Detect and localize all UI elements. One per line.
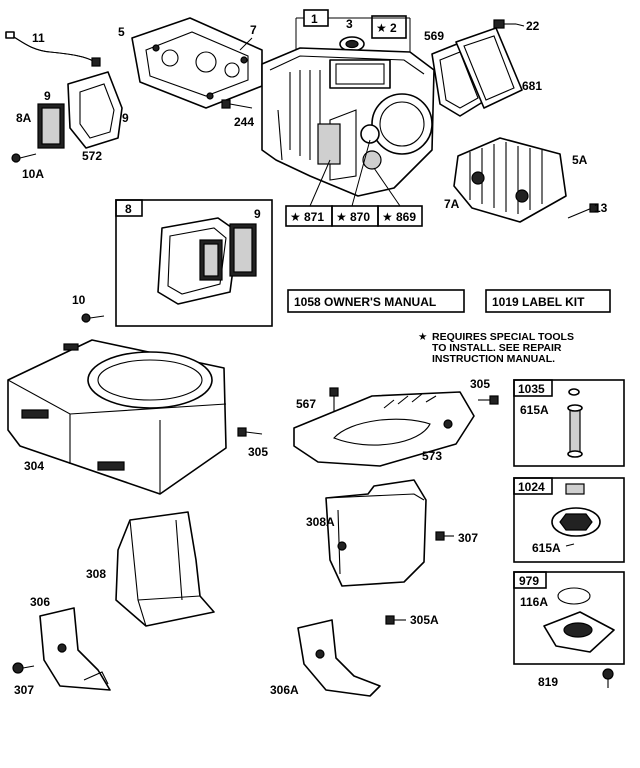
label-681: 681 xyxy=(522,79,542,93)
label-1024: 1024 xyxy=(518,480,545,494)
screw-307b-part xyxy=(12,662,35,674)
label-3: 3 xyxy=(346,17,353,31)
label-308: 308 xyxy=(86,567,106,581)
box-979 xyxy=(513,571,625,665)
label-869: 869 xyxy=(396,210,416,224)
label-572: 572 xyxy=(82,149,102,163)
label-10: 10 xyxy=(72,293,86,307)
special-tools-note-line1: REQUIRES SPECIAL TOOLS xyxy=(432,331,574,343)
star-icon: ★ xyxy=(382,210,393,224)
label-8: 8 xyxy=(125,202,132,216)
label-305c: 305A xyxy=(410,613,439,627)
label-871: 871 xyxy=(304,210,324,224)
label-307a: 307 xyxy=(458,531,478,545)
label-5: 5 xyxy=(118,25,125,39)
tool-1024-part xyxy=(551,483,601,537)
star-icon: ★ xyxy=(336,210,347,224)
bolt-22-part xyxy=(493,19,516,29)
baffle-573-part xyxy=(293,391,475,467)
screw-244-part xyxy=(221,99,253,109)
label-306: 306 xyxy=(30,595,50,609)
armature-8a-part xyxy=(37,103,65,149)
fuel-line-part xyxy=(5,31,101,67)
label-819: 819 xyxy=(538,675,558,689)
screw-305b-part xyxy=(478,395,499,405)
screw-307-part xyxy=(435,531,454,541)
label-7: 7 xyxy=(250,23,257,37)
shield-306a-part xyxy=(297,619,381,697)
star-icon: ★ xyxy=(290,210,301,224)
screw-305a-part xyxy=(385,615,406,625)
inset-box-8 xyxy=(115,199,273,327)
label-305a: 305 xyxy=(248,445,268,459)
owners-manual-label: 1058 OWNER'S MANUAL xyxy=(294,295,436,309)
label-5a: 5A xyxy=(572,153,588,167)
owners-manual-box xyxy=(287,289,465,313)
screw-10-part xyxy=(81,313,105,323)
label-1035: 1035 xyxy=(518,382,545,396)
cover-plate-681-part xyxy=(455,27,523,109)
bolt-13-part xyxy=(567,203,599,219)
label-1: 1 xyxy=(311,12,318,26)
label-9b: 9 xyxy=(122,111,129,125)
label-615a2: 615A xyxy=(532,541,561,555)
tool-979-part xyxy=(543,587,615,653)
label-244: 244 xyxy=(234,115,254,129)
blower-guide-8-part xyxy=(157,217,257,305)
label-615a1: 615A xyxy=(520,403,549,417)
label-10a: 10A xyxy=(22,167,44,181)
label-569: 569 xyxy=(424,29,444,43)
special-tools-note-line3: INSTRUCTION MANUAL. xyxy=(432,353,555,365)
label-306a: 306A xyxy=(270,683,299,697)
label-2: 2 xyxy=(390,21,397,35)
air-guide-308-part xyxy=(115,511,215,627)
label-kit-label: 1019 LABEL KIT xyxy=(492,295,585,309)
label-304: 304 xyxy=(24,459,44,473)
screw-10a-part xyxy=(11,153,37,163)
screw-305-part xyxy=(237,427,263,437)
cylinder-head-5a-part xyxy=(453,137,567,223)
box-1024 xyxy=(513,477,625,563)
cylinder-head-part xyxy=(131,17,263,109)
shield-306-part xyxy=(39,607,111,691)
label-8a: 8A xyxy=(16,111,32,125)
box-2 xyxy=(371,15,407,39)
label-979: 979 xyxy=(519,574,539,588)
label-116a: 116A xyxy=(520,595,548,609)
label-11: 11 xyxy=(32,31,45,45)
label-22: 22 xyxy=(526,19,540,33)
valve-tool-1035-part xyxy=(567,388,583,458)
air-guide-572-part xyxy=(67,71,123,149)
label-573: 573 xyxy=(422,449,442,463)
label-870: 870 xyxy=(350,210,370,224)
label-7a: 7A xyxy=(444,197,460,211)
screw-819-part xyxy=(602,668,614,688)
box-1035 xyxy=(513,379,625,467)
label-kit-box xyxy=(485,289,611,313)
label-9a: 9 xyxy=(44,89,51,103)
cover-308a-part xyxy=(325,479,427,587)
label-308a: 308A xyxy=(306,515,335,529)
label-307b: 307 xyxy=(14,683,34,697)
box-8-tag xyxy=(115,199,143,217)
label-13: 13 xyxy=(594,201,608,215)
engine-block-part xyxy=(261,47,435,197)
label-9c: 9 xyxy=(254,207,261,221)
blower-housing-304-part xyxy=(7,339,227,495)
special-tools-note-line2: TO INSTALL. SEE REPAIR xyxy=(432,342,562,354)
label-305b: 305 xyxy=(470,377,490,391)
star-icon: ★ xyxy=(376,21,387,35)
star-icon: ★ xyxy=(418,331,427,343)
label-567: 567 xyxy=(296,397,316,411)
